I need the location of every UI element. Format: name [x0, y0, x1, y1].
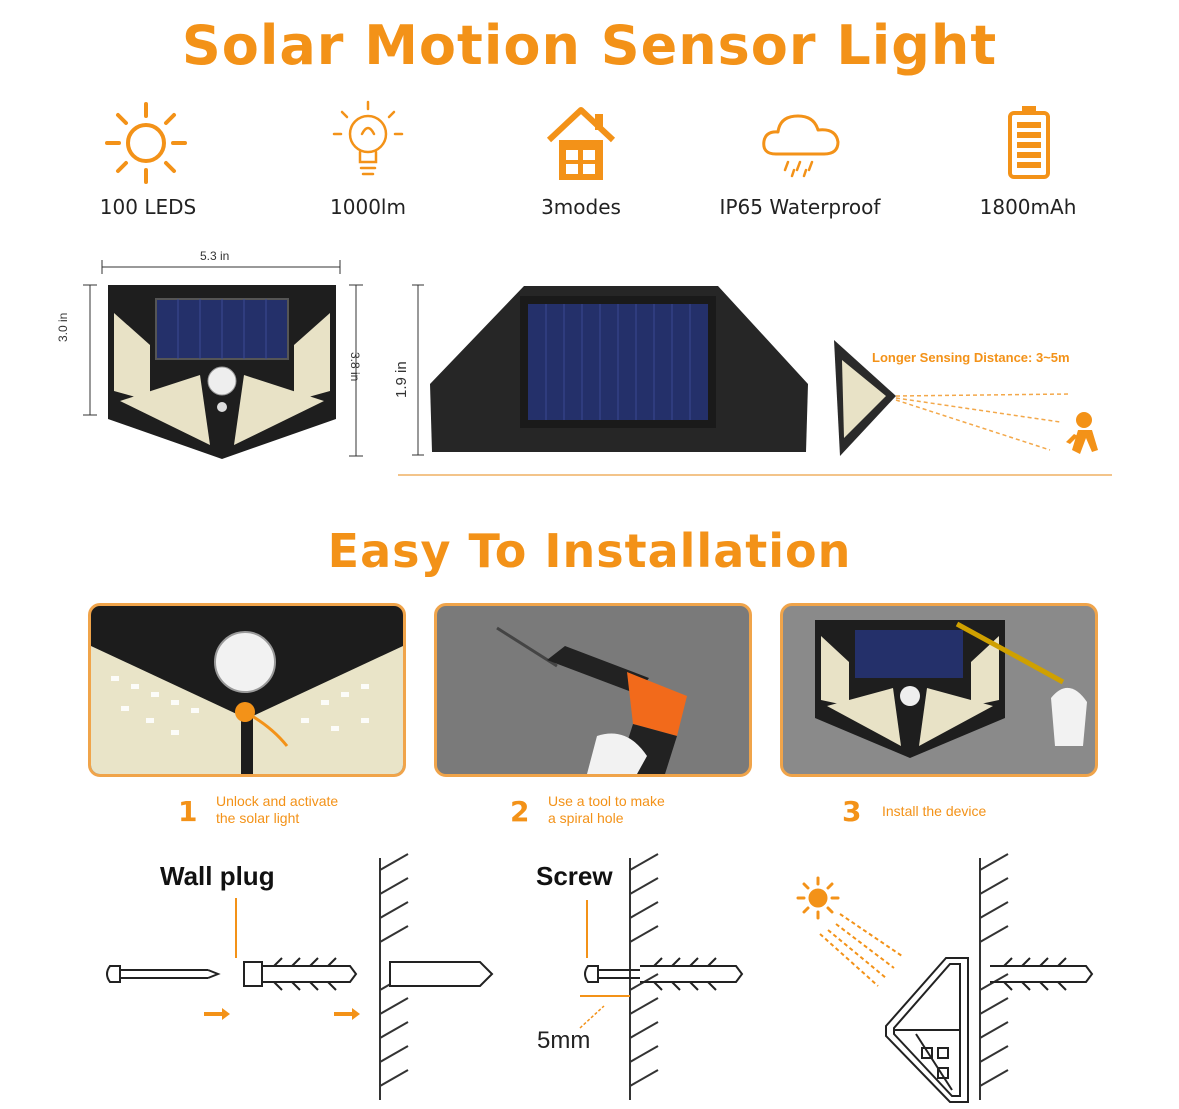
wall-plug-label: Wall plug: [160, 861, 275, 891]
feature-label-lumens: 1000lm: [330, 195, 406, 219]
screw-label: Screw: [536, 861, 613, 891]
dimension-lines: [83, 260, 363, 457]
sun-icon: [105, 102, 187, 184]
install-diagram: [106, 853, 1094, 1103]
step-3-number: 3: [842, 795, 862, 828]
house-icon: [546, 107, 616, 180]
light-front-view: [108, 285, 336, 459]
battery-icon: [1008, 106, 1050, 179]
step-1-text-line2: the solar light: [216, 810, 300, 826]
sensing-diagram: [834, 340, 1098, 456]
step-3-photo: [780, 603, 1098, 777]
light-side-view: [430, 286, 808, 452]
step-2-photo: [434, 603, 752, 777]
ground-line: [398, 474, 1112, 476]
depth-dimension-line: [412, 284, 424, 456]
height-dimension: 3.0 in: [56, 312, 70, 342]
page-title: Solar Motion Sensor Light: [181, 14, 998, 77]
step-1-text-line1: Unlock and activate: [216, 793, 339, 809]
sensing-distance-label: Longer Sensing Distance: 3~5m: [872, 350, 1070, 365]
install-title: Easy To Installation: [327, 524, 852, 578]
side-height-dimension: 3.8 in: [348, 352, 362, 382]
feature-label-battery: 1800mAh: [979, 195, 1077, 219]
step-2-number: 2: [510, 795, 530, 828]
width-dimension: 5.3 in: [200, 249, 230, 263]
step-1-number: 1: [178, 795, 198, 828]
bulb-icon: [332, 100, 404, 176]
screw-size-label: 5mm: [537, 1027, 591, 1054]
step-3-text-line1: Install the device: [882, 803, 987, 819]
depth-dimension: 1.9 in: [393, 361, 410, 398]
step-1-photo: [88, 603, 406, 777]
feature-label-leds: 100 LEDS: [99, 195, 197, 219]
rain-cloud-icon: [762, 114, 840, 178]
feature-label-waterproof: IP65 Waterproof: [719, 195, 881, 219]
step-2-text-line1: Use a tool to make: [548, 793, 665, 809]
step-2-text-line2: a spiral hole: [548, 810, 624, 826]
feature-label-modes: 3modes: [541, 195, 621, 219]
